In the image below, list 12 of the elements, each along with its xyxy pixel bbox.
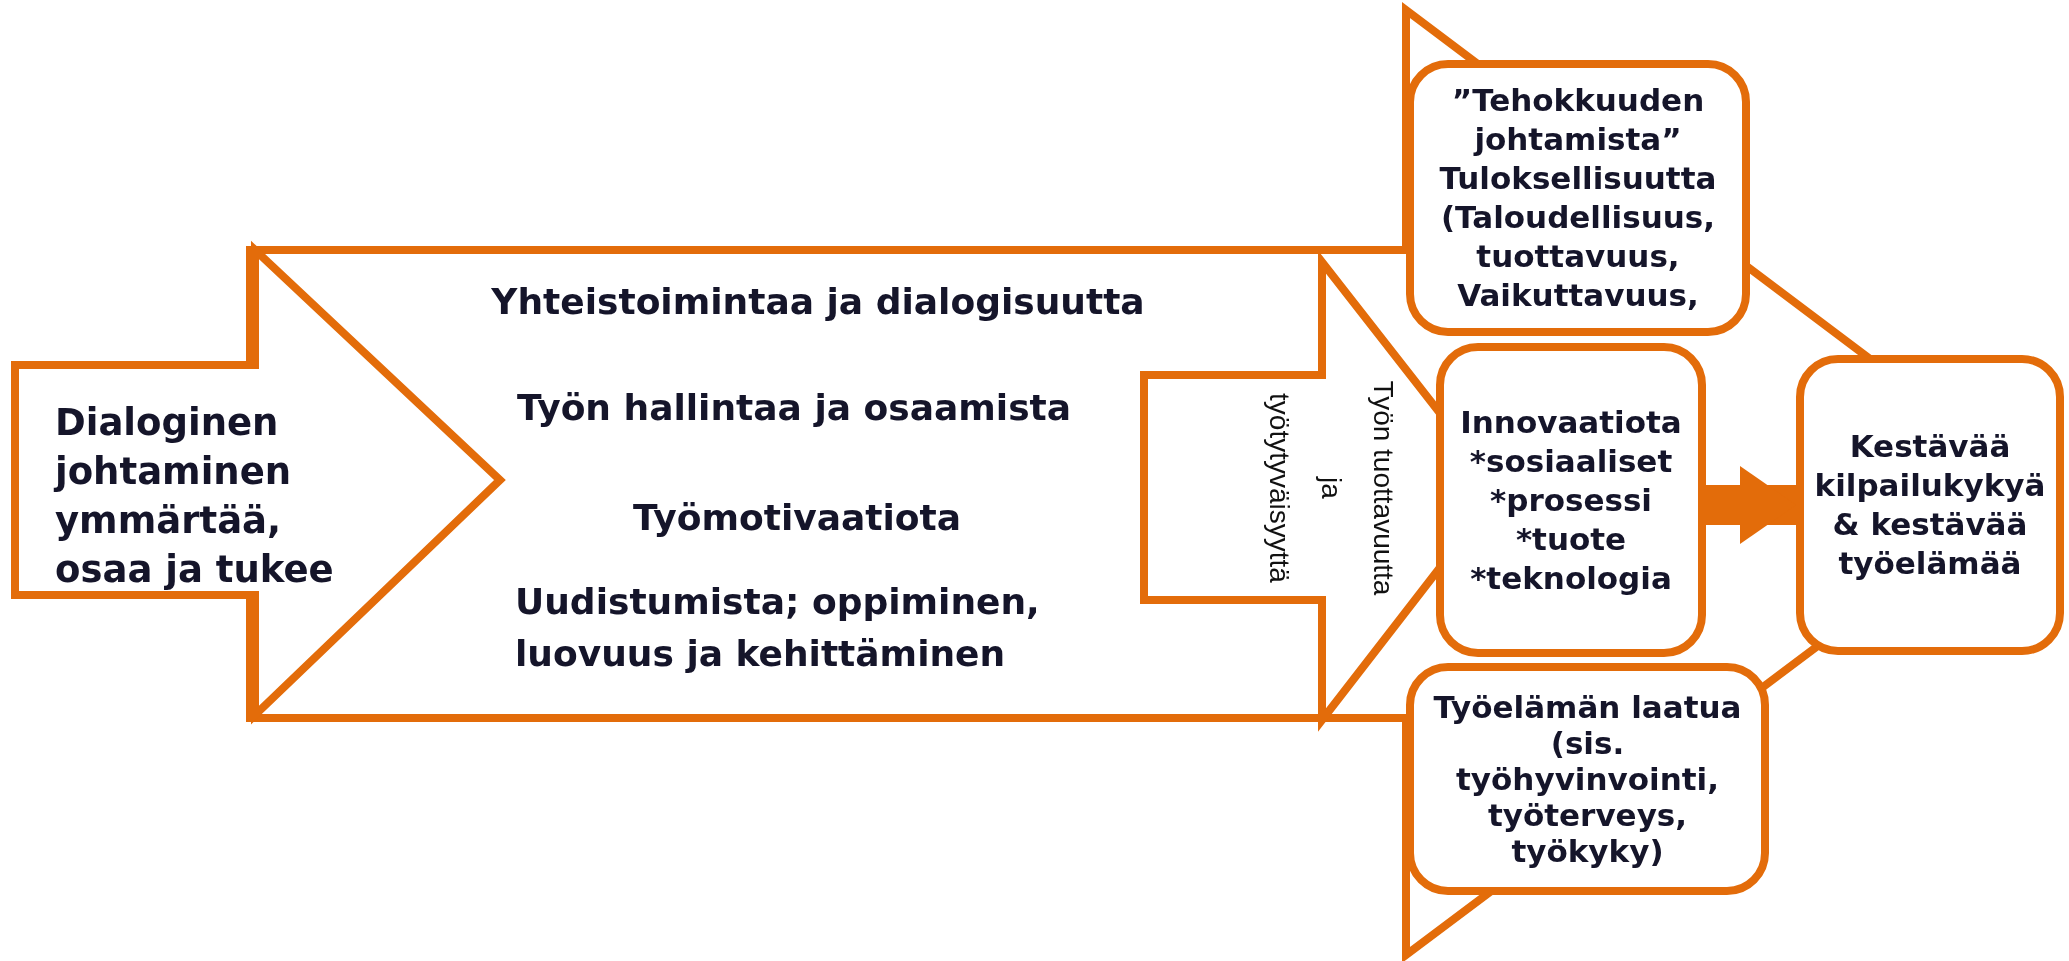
vertical-label: Työn tuottavuutta ja työtytyväisyyttä <box>1263 379 1400 597</box>
arrow-text: Dialoginen johtaminen ymmärtää, osaa ja tukee <box>55 400 335 593</box>
box-text: Työelämän laatua (sis. työhyvinvointi, työterveys, työkyky) <box>1432 689 1743 869</box>
block-arrow <box>1706 466 1796 544</box>
arrow-text: Työn hallintaa ja osaamista <box>516 386 1072 429</box>
arrow-text: Uudistumista; oppiminen, luovuus ja kehittäminen <box>515 580 1041 676</box>
box-text: Innovaatiota *sosiaaliset *prosessi *tuote *teknologia <box>1459 402 1683 598</box>
box-text: Kestävää kilpailukykyä & kestävää työelämää <box>1813 427 2047 583</box>
box-text: ”Tehokkuuden johtamista” Tuloksellisuutta (Taloudellisuus, tuottavuus, Vaikuttavuus, <box>1438 81 1718 315</box>
arrow-text: Yhteistoimintaa ja dialogisuutta <box>491 280 1145 323</box>
arrow-text: Työmotivaatiota <box>632 496 962 539</box>
rounded-box <box>1796 355 2064 655</box>
